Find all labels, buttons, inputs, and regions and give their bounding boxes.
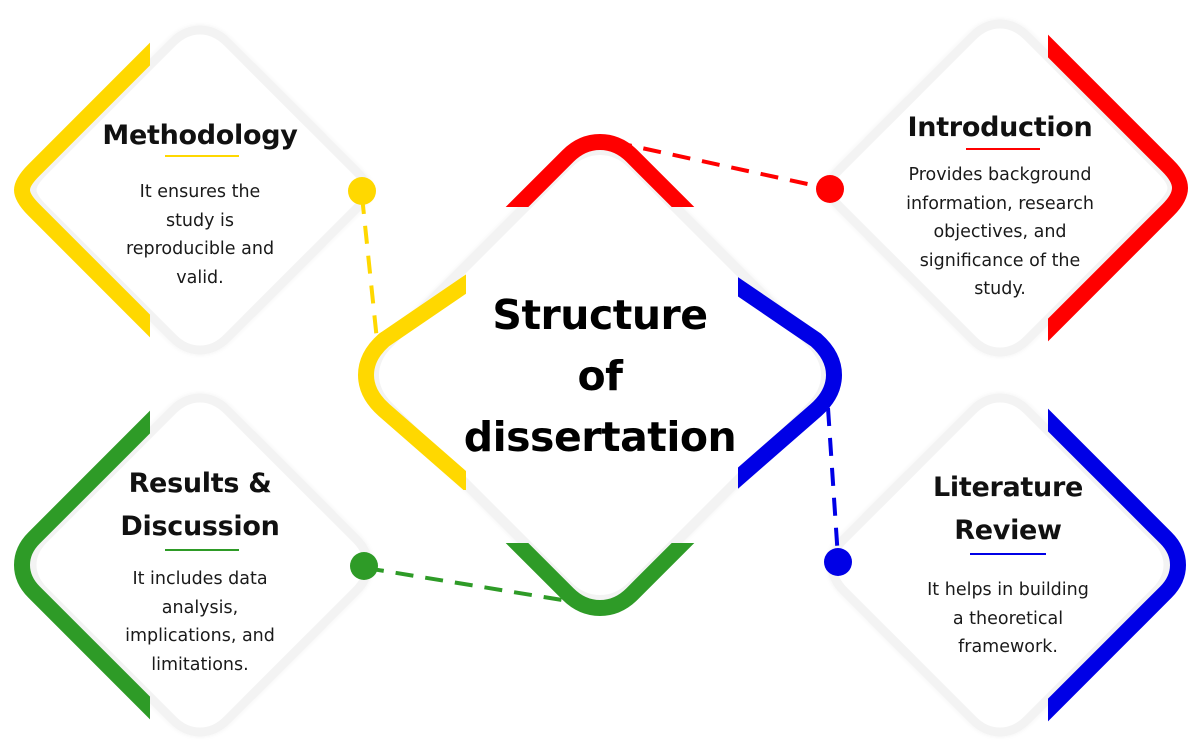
introduction-accent-stroke <box>1048 34 1189 342</box>
methodology-desc-line: study is <box>165 210 235 231</box>
literature-desc-line: a theoretical <box>952 608 1064 629</box>
methodology-diamond <box>13 25 373 355</box>
results-heading-line: Discussion <box>120 511 280 542</box>
connector-results <box>365 566 563 602</box>
literature-connector-dot <box>824 548 852 576</box>
introduction-desc-line: Provides background <box>908 165 1092 185</box>
results-accent-stroke <box>13 410 150 720</box>
literature-description: It helps in building a theoretical frame… <box>878 576 1138 662</box>
introduction-diamond <box>823 19 1189 357</box>
center-title-line-3: dissertation <box>463 413 737 461</box>
results-description: It includes data analysis, implications,… <box>80 565 320 679</box>
literature-underline <box>970 553 1046 555</box>
methodology-underline <box>165 155 239 157</box>
introduction-description: Provides background information, researc… <box>870 161 1130 304</box>
results-desc-line: It includes data <box>132 569 268 589</box>
connector-introduction <box>613 140 827 190</box>
methodology-desc-line: reproducible and <box>125 239 275 259</box>
methodology-desc-line: It ensures the <box>139 182 261 202</box>
results-underline <box>165 549 239 551</box>
results-desc-line: analysis, <box>161 597 239 618</box>
methodology-description: It ensures the study is reproducible and… <box>80 178 320 292</box>
literature-heading-line: Literature <box>933 472 1083 503</box>
methodology-connector-dot <box>348 177 376 205</box>
introduction-heading: Introduction <box>907 112 1093 143</box>
literature-diamond <box>827 393 1187 737</box>
center-accent-top <box>505 133 695 207</box>
literature-heading-line: Review <box>954 515 1062 546</box>
methodology-desc-line: valid. <box>176 267 224 288</box>
center-title-line-1: Structure <box>492 291 708 339</box>
introduction-desc-line: significance of the <box>919 250 1081 271</box>
results-heading-line: Results & <box>128 468 272 499</box>
center-diamond <box>357 133 843 617</box>
methodology-heading: Methodology <box>102 120 298 151</box>
literature-heading: Literature Review <box>868 466 1148 552</box>
connector-literature <box>826 407 840 559</box>
introduction-connector-dot <box>816 175 844 203</box>
center-title-line-2: of <box>577 352 623 400</box>
literature-accent-stroke <box>1048 408 1187 722</box>
center-accent-right <box>738 277 843 489</box>
introduction-desc-line: information, research <box>906 193 1094 214</box>
center-accent-bottom <box>505 543 695 617</box>
center-title: Structure of dissertation <box>440 285 760 468</box>
results-desc-line: implications, and <box>125 626 275 646</box>
results-connector-dot <box>350 552 378 580</box>
results-heading: Results & Discussion <box>60 462 340 548</box>
connector-methodology <box>360 195 380 351</box>
literature-desc-line: It helps in building <box>927 580 1089 600</box>
literature-desc-line: framework. <box>958 637 1058 657</box>
introduction-desc-line: objectives, and <box>933 222 1067 242</box>
methodology-accent-stroke <box>13 42 150 338</box>
introduction-desc-line: study. <box>974 279 1026 299</box>
results-desc-line: limitations. <box>151 654 249 675</box>
results-diamond <box>13 393 373 737</box>
introduction-underline <box>966 148 1040 150</box>
